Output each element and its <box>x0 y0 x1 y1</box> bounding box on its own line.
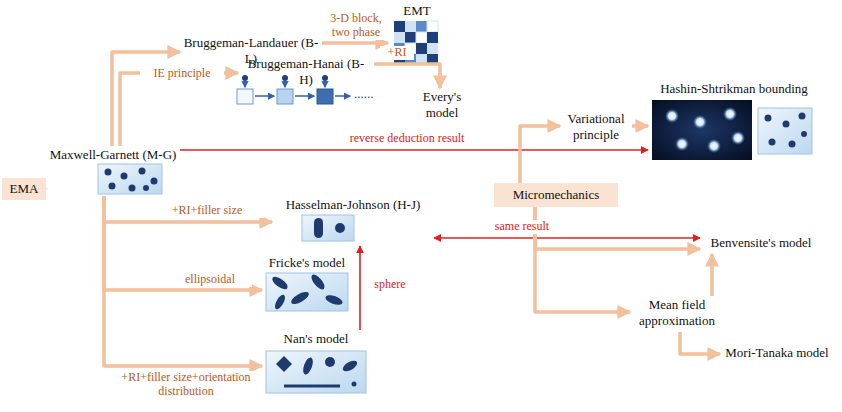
node-text: EMT <box>391 3 443 19</box>
mori-tanaka-node: Mori-Tanaka model <box>720 344 834 364</box>
edge-label: sphere <box>366 278 414 292</box>
node-text: Fricke's model <box>265 255 349 271</box>
mg-node: Maxwell-Garnett (M-G) <box>46 146 180 196</box>
hj-icon <box>302 215 354 241</box>
node-text: Benvensite's model <box>703 235 819 251</box>
variational-node: Variational principle <box>560 110 632 146</box>
node-text: Mean field approximation <box>633 297 721 328</box>
connector <box>104 196 262 366</box>
hs-node: Hashin-Shtrikman bounding <box>648 80 820 164</box>
node-text: Bruggeman-Hanai (B-H) <box>241 56 371 87</box>
hs-light-icon <box>758 108 812 154</box>
every-node: Every's model <box>414 88 470 124</box>
benvensite-node: Benvensite's model <box>700 234 822 254</box>
edge-label: ellipsoidal <box>168 273 252 287</box>
connector <box>710 254 714 296</box>
node-text: Nan's model <box>265 331 367 347</box>
node-text: Hashin-Shtrikman bounding <box>651 81 817 97</box>
mean-field-node: Mean field approximation <box>630 296 724 332</box>
nan-icon <box>266 351 366 393</box>
connector <box>359 246 361 330</box>
fricke-icon <box>266 273 348 311</box>
ellipsis-label: ...... <box>352 86 376 102</box>
mg-icon <box>98 164 162 194</box>
connector <box>374 64 440 88</box>
connector <box>322 41 388 45</box>
connector <box>434 237 700 239</box>
node-text: Hasselman-Johnson (H-J) <box>275 197 431 213</box>
edge-label: IE principle <box>140 67 224 81</box>
connector <box>104 196 272 222</box>
connector <box>632 124 648 128</box>
connector <box>520 126 560 183</box>
edge-label: same result <box>480 220 564 234</box>
connector <box>680 332 720 354</box>
edge-label: 3-D block, two phase <box>322 12 390 40</box>
edge-label: +RI+filler size+orientation distribution <box>108 371 264 399</box>
fricke-node: Fricke's model <box>262 254 352 314</box>
node-text: Micromechanics <box>513 187 600 203</box>
edge-label: reverse deduction result <box>330 132 484 146</box>
micromechanics-box: Micromechanics <box>494 183 618 207</box>
node-text: Every's model <box>417 89 467 120</box>
hj-node: Hasselman-Johnson (H-J) <box>272 196 434 246</box>
node-text: Mori-Tanaka model <box>723 345 831 361</box>
bh-chain <box>237 75 350 104</box>
ema-box: EMA <box>2 178 46 200</box>
edge-label: +RI <box>380 46 414 60</box>
nan-node: Nan's model <box>262 330 370 396</box>
node-text: EMA <box>10 181 39 197</box>
connector <box>180 149 648 151</box>
edge-label: +RI+filler size <box>150 204 264 218</box>
connector <box>120 73 238 146</box>
hs-dark-icon <box>652 100 752 160</box>
node-text: Maxwell-Garnett (M-G) <box>49 147 177 163</box>
node-text: Variational principle <box>563 111 629 142</box>
